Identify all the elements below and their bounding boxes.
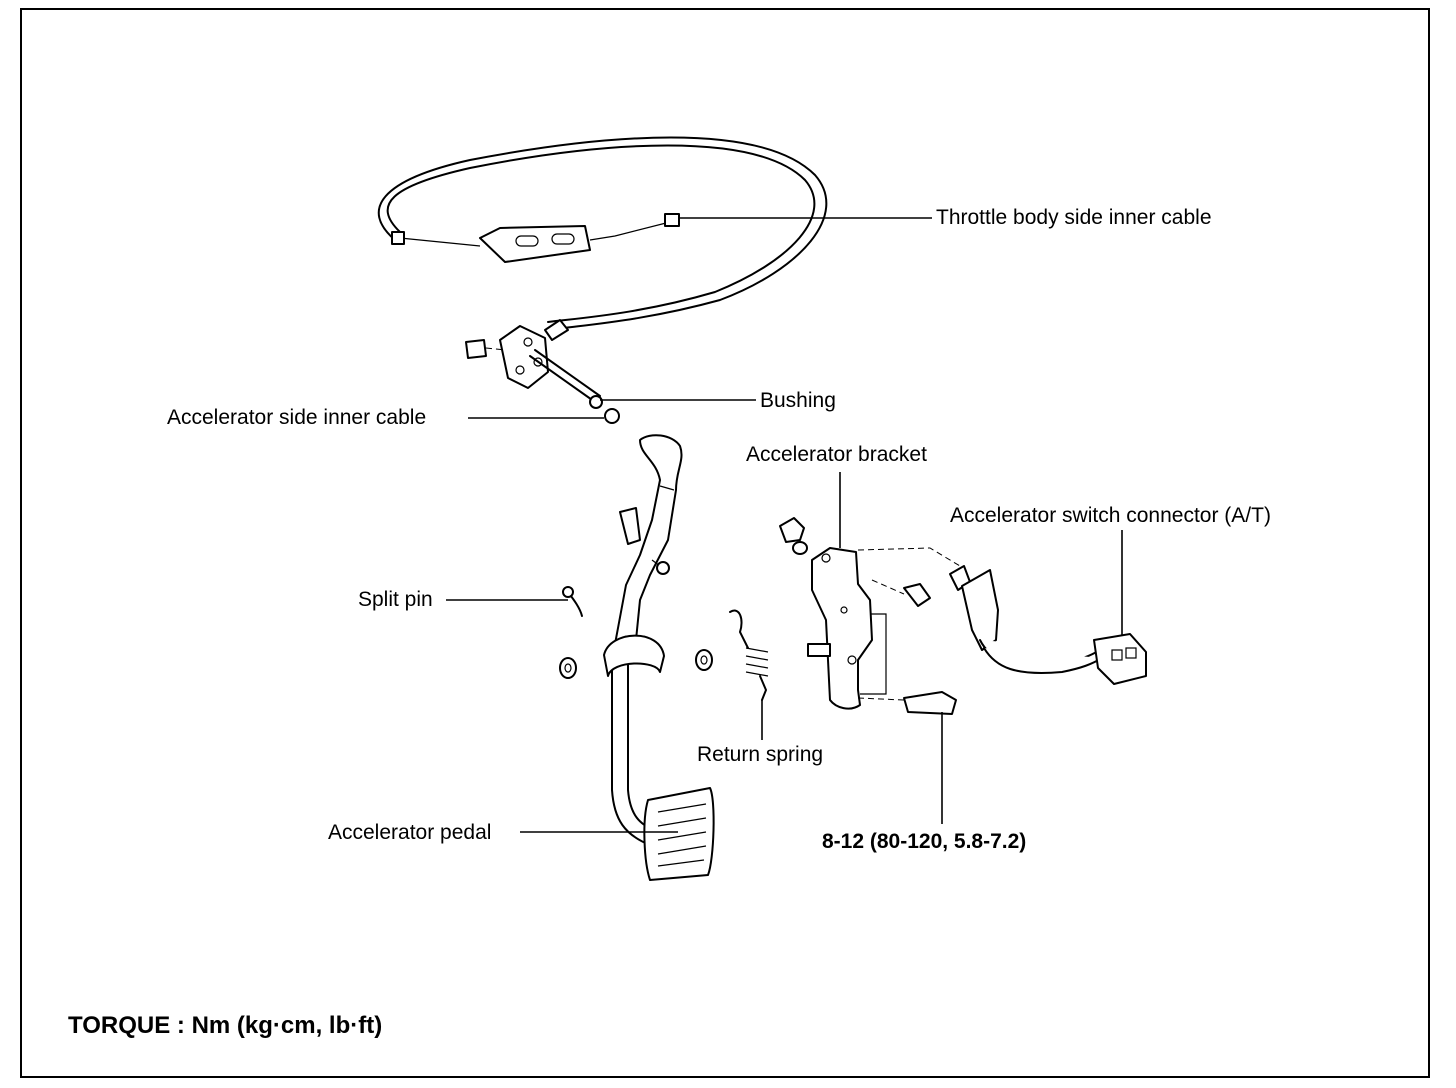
label-torque-value: 8-12 (80-120, 5.8-7.2) bbox=[822, 830, 1027, 853]
label-accelerator-bracket: Accelerator bracket bbox=[746, 443, 927, 466]
label-bushing: Bushing bbox=[760, 389, 836, 412]
label-return-spring: Return spring bbox=[697, 743, 824, 766]
torque-units-caption: TORQUE : Nm (kg·cm, lb·ft) bbox=[68, 1012, 383, 1039]
label-accelerator-pedal: Accelerator pedal bbox=[328, 821, 492, 844]
label-throttle-body-side-inner-cable: Throttle body side inner cable bbox=[936, 206, 1212, 229]
accelerator-switch-part bbox=[949, 565, 1147, 685]
label-accelerator-switch-connector: Accelerator switch connector (A/T) bbox=[950, 504, 1271, 527]
accelerator-pedal-arm bbox=[559, 434, 715, 881]
leader-lines bbox=[446, 217, 1123, 833]
label-split-pin: Split pin bbox=[358, 588, 433, 611]
return-spring-part bbox=[729, 609, 769, 701]
label-accelerator-side-inner-cable: Accelerator side inner cable bbox=[167, 406, 427, 429]
accelerator-bracket-part bbox=[779, 517, 961, 715]
diagram-frame bbox=[20, 8, 1430, 1078]
accelerator-cable bbox=[377, 136, 828, 424]
